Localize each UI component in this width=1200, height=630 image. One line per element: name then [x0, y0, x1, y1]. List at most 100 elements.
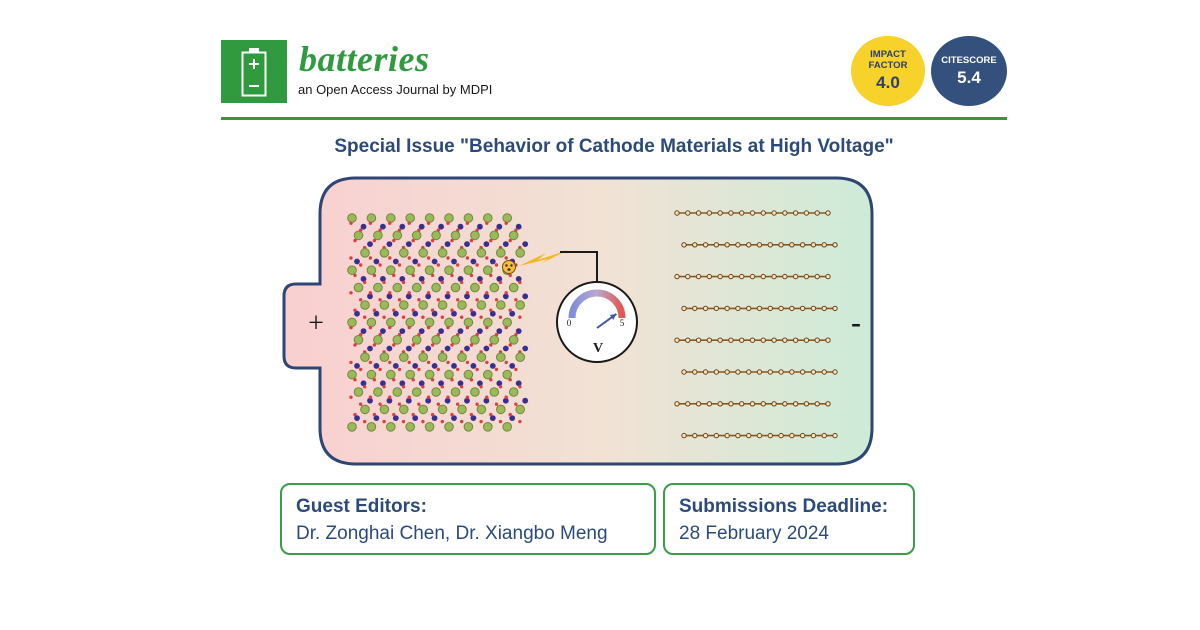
oxygen-atom	[378, 298, 382, 302]
lithium-atom	[347, 265, 357, 276]
lithium-atom	[418, 352, 429, 363]
oxygen-atom	[514, 402, 518, 406]
carbon-atom	[760, 210, 766, 216]
lithium-atom	[502, 422, 513, 432]
oxygen-atom	[518, 315, 522, 319]
oxygen-atom	[421, 315, 425, 319]
lithium-atom	[444, 265, 454, 276]
oxygen-atom	[417, 298, 421, 302]
carbon-atom	[728, 273, 734, 280]
transition-metal-atom	[392, 258, 399, 265]
carbon-atom	[724, 432, 730, 439]
lithium-atom	[399, 300, 409, 310]
oxygen-atom	[401, 385, 406, 389]
lithium-atom	[483, 213, 493, 223]
carbon-atom	[771, 401, 777, 407]
oxygen-atom	[368, 360, 373, 365]
carbon-atom	[821, 242, 827, 248]
oxygen-atom	[475, 263, 479, 267]
deadline-heading: Submissions Deadline:	[679, 496, 889, 517]
carbon-atom	[792, 273, 799, 280]
transition-metal-atom	[438, 223, 444, 230]
lithium-atom	[476, 404, 487, 415]
carbon-atom	[674, 337, 680, 343]
lithium-atom	[437, 404, 448, 415]
transition-metal-atom	[496, 380, 503, 387]
lithium-atom	[502, 369, 513, 380]
carbon-atom	[739, 337, 745, 343]
lithium-atom	[450, 230, 461, 241]
transition-metal-atom	[405, 397, 412, 404]
lithium-atom	[360, 248, 370, 258]
lithium-atom	[424, 265, 435, 276]
transition-metal-atom	[373, 363, 380, 369]
lithium-atom	[444, 369, 454, 380]
transition-metal-atom	[412, 258, 419, 265]
lithium-atom	[515, 404, 526, 415]
oxygen-atom	[372, 343, 377, 347]
transition-metal-atom	[522, 241, 529, 248]
oxygen-atom	[426, 221, 431, 225]
transition-metal-atom	[444, 345, 451, 352]
oxygen-atom	[456, 402, 460, 406]
transition-metal-atom	[502, 397, 509, 404]
lithium-atom	[496, 404, 506, 415]
transition-metal-atom	[477, 276, 483, 282]
transition-metal-atom	[464, 241, 470, 248]
lithium-atom	[353, 230, 364, 241]
transition-metal-atom	[451, 415, 457, 421]
oxygen-atom	[368, 221, 373, 225]
oxygen-atom	[417, 367, 421, 372]
oxygen-atom	[353, 273, 357, 278]
transition-metal-atom	[392, 310, 399, 317]
oxygen-atom	[489, 412, 493, 417]
carbon-atom	[778, 305, 784, 312]
transition-metal-atom	[386, 293, 393, 300]
positive-terminal-label: +	[308, 308, 324, 339]
transition-metal-atom	[405, 241, 412, 248]
carbon-atom	[792, 401, 799, 407]
lithium-atom	[411, 282, 422, 293]
oxygen-atom	[465, 221, 470, 225]
oxygen-atom	[450, 238, 454, 243]
carbon-atom	[767, 305, 773, 312]
oxygen-atom	[421, 280, 425, 285]
carbon-atom	[735, 242, 741, 248]
carbon-atom	[767, 432, 773, 439]
oxygen-atom	[372, 308, 377, 312]
oxygen-atom	[485, 291, 489, 295]
carbon-atom	[685, 401, 691, 407]
transition-metal-atom	[451, 363, 457, 369]
oxygen-atom	[508, 273, 512, 278]
lithium-atom	[392, 387, 403, 397]
lithium-atom	[366, 213, 377, 223]
oxygen-atom	[514, 367, 518, 372]
oxygen-atom	[349, 256, 353, 260]
oxygen-atom	[450, 343, 454, 347]
oxygen-atom	[359, 263, 363, 267]
transition-metal-atom	[380, 328, 386, 334]
transition-metal-atom	[483, 397, 490, 404]
carbon-atom	[810, 305, 817, 312]
lithium-atom	[515, 300, 526, 310]
oxygen-atom	[479, 315, 483, 319]
lithium-atom	[508, 230, 519, 241]
oxygen-atom	[411, 378, 415, 382]
transition-metal-atom	[496, 328, 503, 334]
transition-metal-atom	[360, 328, 367, 334]
transition-metal-atom	[470, 363, 477, 369]
carbon-atom	[756, 242, 763, 248]
transition-metal-atom	[418, 380, 425, 387]
carbon-atom	[706, 273, 713, 280]
oxygen-atom	[469, 308, 474, 312]
transition-metal-atom	[360, 223, 367, 230]
carbon-atom	[760, 401, 766, 407]
transition-metal-atom	[386, 345, 393, 352]
oxygen-atom	[456, 263, 460, 267]
oxygen-atom	[460, 419, 464, 424]
oxygen-atom	[349, 291, 353, 295]
carbon-atom	[695, 401, 702, 407]
carbon-atom	[692, 242, 698, 248]
lithium-atom	[463, 213, 474, 223]
lithium-atom	[431, 387, 441, 397]
